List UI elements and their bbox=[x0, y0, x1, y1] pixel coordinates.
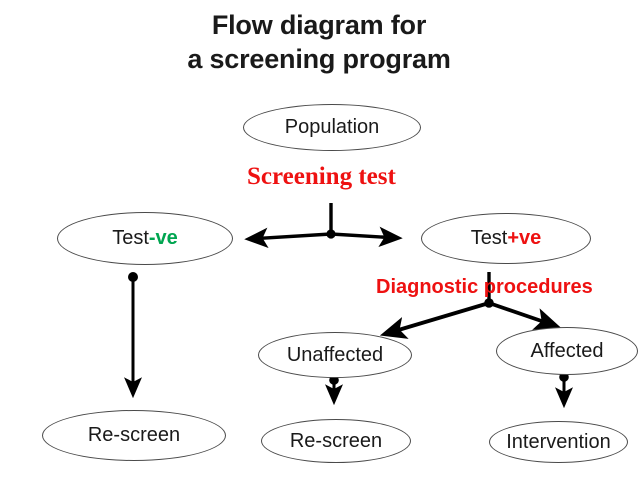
node-unaffected-text-0: Unaffected bbox=[286, 343, 384, 366]
edge-label-diagnostic-procedures: Diagnostic procedures bbox=[376, 276, 593, 298]
page-title-line-2: a screening program bbox=[187, 44, 451, 75]
connector-split-to-test-negative bbox=[244, 227, 332, 249]
node-affected-text-0: Affected bbox=[530, 339, 604, 362]
node-population-text-0: Population bbox=[284, 116, 380, 138]
node-rescreen-left[interactable]: Re-screen bbox=[42, 410, 226, 461]
connector-diagnostic-to-affected bbox=[488, 301, 562, 330]
node-test-positive-text-1: +ve bbox=[507, 227, 542, 249]
page-title-line-1: Flow diagram for bbox=[211, 10, 427, 40]
node-rescreen-left-text-0: Re-screen bbox=[87, 424, 181, 446]
node-affected[interactable]: Affected bbox=[496, 327, 638, 375]
node-intervention[interactable]: Intervention bbox=[489, 421, 628, 463]
diagnostic-junction-dot bbox=[484, 298, 494, 308]
connector-test-negative-to-rescreen bbox=[124, 272, 142, 399]
page-title: Flow diagram for a screening program bbox=[0, 8, 638, 77]
connector-diagnostic-to-unaffected bbox=[379, 301, 490, 339]
split-junction-dot bbox=[326, 229, 336, 239]
node-intervention-text-0: Intervention bbox=[506, 430, 611, 453]
connector-affected-to-intervention bbox=[555, 372, 573, 409]
connector-unaffected-to-rescreen bbox=[325, 375, 343, 406]
node-population[interactable]: Population bbox=[243, 104, 421, 151]
node-test-positive-text-0: Test bbox=[470, 227, 508, 249]
node-test-negative-text-1: -ve bbox=[148, 227, 178, 249]
edge-label-screening-test: Screening test bbox=[247, 163, 396, 190]
node-test-negative-text-0: Test bbox=[112, 227, 149, 249]
node-test-negative[interactable]: Test -ve bbox=[57, 212, 233, 265]
connector-split-to-test-positive bbox=[330, 226, 403, 248]
node-rescreen-middle[interactable]: Re-screen bbox=[261, 419, 411, 463]
node-unaffected[interactable]: Unaffected bbox=[258, 332, 412, 378]
node-test-positive[interactable]: Test +ve bbox=[421, 213, 591, 264]
node-rescreen-middle-text-0: Re-screen bbox=[289, 429, 383, 452]
